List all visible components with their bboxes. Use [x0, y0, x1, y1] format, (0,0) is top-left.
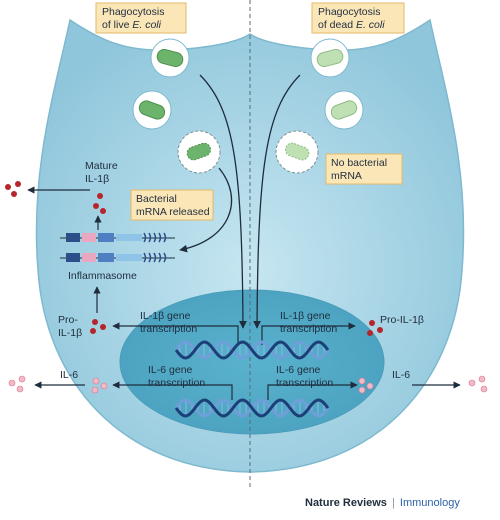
- phagosome-live-1: [150, 38, 190, 78]
- journal-credit: Nature Reviews | Immunology: [305, 497, 460, 509]
- dna-helix-lower: [174, 398, 330, 418]
- mature-il1b-dots: [93, 193, 106, 214]
- label-il6-left: IL-6: [60, 369, 78, 381]
- label-pro-right: Pro-IL-1β: [380, 314, 424, 326]
- svg-text:of dead E. coli: of dead E. coli: [318, 19, 385, 31]
- credit-publisher: Nature Reviews: [305, 497, 387, 509]
- box-no-mrna: No bacterial mRNA: [325, 153, 403, 185]
- pro-il1b-left-dots: [90, 319, 106, 334]
- label-il1b-tx-right-line2: transcription: [280, 323, 337, 335]
- box-live-italic: E. coli: [132, 19, 161, 31]
- signal-arrow-right: [253, 74, 301, 329]
- label-il1b-tx-left-line1: IL-1β gene: [140, 310, 191, 322]
- dna-helix-upper: [174, 340, 330, 360]
- arrow-il6-tx-left: [112, 381, 233, 400]
- label-inflammasome: Inflammasome: [68, 270, 137, 282]
- label-pro-left-line1: Pro-: [58, 314, 78, 326]
- secreted-il6-right-dots: [468, 375, 488, 393]
- arrow-il1b-tx-right: [261, 322, 356, 345]
- box-live-line1: Phagocytosis: [102, 6, 164, 18]
- secreted-il1b-dots: [5, 181, 21, 197]
- box-dead-ecoli: Phagocytosis of dead E. coli: [311, 2, 405, 34]
- phagosome-live-ruptured: [177, 130, 221, 174]
- box-dead-italic: E. coli: [356, 19, 385, 31]
- phagosome-live-2: [132, 90, 172, 130]
- label-mature-line2: IL-1β: [85, 173, 109, 185]
- credit-journal: Immunology: [399, 497, 460, 509]
- box-live-prefix: of live: [102, 19, 132, 31]
- label-il6-right: IL-6: [392, 369, 410, 381]
- box-no-mrna-line2: mRNA: [331, 170, 362, 182]
- phagosome-dead-3: [275, 130, 319, 174]
- box-dead-line1: Phagocytosis: [318, 6, 380, 18]
- arrow-il6-tx-right: [267, 381, 358, 400]
- dna-strand: [174, 340, 330, 360]
- label-pro-left-line2: IL-1β: [58, 327, 82, 339]
- label-il1b-tx-left-line2: transcription: [140, 323, 197, 335]
- il6-right-dots: [358, 377, 374, 394]
- pro-il1b-right-dots: [367, 320, 383, 336]
- box-dead-prefix: of dead: [318, 19, 356, 31]
- inflammasome-complex: [60, 232, 175, 263]
- il6-left-dots: [91, 377, 108, 394]
- box-released-line1: Bacterial: [136, 193, 177, 205]
- signal-arrow-left: [199, 74, 247, 329]
- box-live-ecoli: Phagocytosis of live E. coli: [95, 2, 187, 34]
- box-mrna-released: Bacterial mRNA released: [130, 189, 214, 221]
- credit-separator: |: [392, 497, 395, 509]
- label-il6-tx-right-line2: transcription: [276, 377, 333, 389]
- phagosome-dead-1: [310, 38, 350, 78]
- arrow-il1b-tx-left: [112, 322, 239, 345]
- phagosome-dead-2: [324, 90, 364, 130]
- box-released-line2: mRNA released: [136, 206, 210, 218]
- dna-strand: [174, 398, 330, 418]
- label-il6-tx-right-line1: IL-6 gene: [276, 364, 321, 376]
- label-il6-tx-left-line2: transcription: [148, 377, 205, 389]
- mrna-release-arrow: [179, 167, 233, 253]
- label-il6-tx-left-line1: IL-6 gene: [148, 364, 193, 376]
- label-mature-line1: Mature: [85, 160, 118, 172]
- svg-text:of live E. coli: of live E. coli: [102, 19, 162, 31]
- label-il1b-tx-right-line1: IL-1β gene: [280, 310, 331, 322]
- box-no-mrna-line1: No bacterial: [331, 157, 387, 169]
- secreted-il6-left-dots: [8, 375, 26, 393]
